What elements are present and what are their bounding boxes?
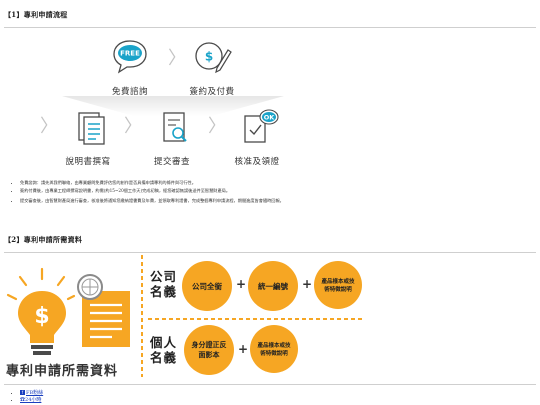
contract-pen-icon: $: [195, 42, 232, 74]
flow-funnel: [62, 96, 284, 116]
plus-icon: +: [302, 277, 313, 291]
list-item: ☎24小時: [20, 397, 43, 404]
step-label: 說明書撰寫: [65, 157, 111, 167]
facebook-icon: f: [20, 390, 25, 395]
svg-text:$: $: [205, 50, 213, 64]
step-free-consult: FREE 免費諮詢: [98, 38, 162, 97]
process-notes: 免費諮詢：請先與我們聯絡，由專業顧問免費評估您的創作是否具備申請專利的條件與可行…: [20, 179, 284, 205]
chevron-right-icon: 〉: [208, 116, 226, 137]
svg-text:$: $: [34, 304, 49, 329]
list-item: 提交審查後，由智慧財產局進行審查，核准後將通知您繳納證書費及年費，並領取專利證書…: [20, 197, 284, 205]
svg-text:FREE: FREE: [120, 50, 140, 58]
step-sign-pay: $ 簽約及付費: [180, 38, 244, 97]
company-full-name: 公司全銜: [182, 261, 232, 311]
step-submit-review: 提交審查: [140, 110, 204, 167]
section-title-process: 【1】專利申請流程: [4, 10, 68, 19]
company-product-sample: 產品樣本或技術特徵說明: [314, 261, 362, 309]
divider: [4, 252, 536, 253]
divider: [4, 27, 536, 28]
step-draft-spec: 說明書撰寫: [56, 110, 120, 167]
plus-icon: +: [238, 342, 249, 356]
company-label: 公司名義: [150, 269, 178, 299]
divider: [4, 384, 536, 385]
approved-document-icon: OK: [244, 109, 279, 143]
lightbulb-dollar-icon: $: [6, 267, 130, 355]
step-approve-certificate: OK 核准及領證: [222, 106, 292, 167]
plus-icon: +: [236, 277, 247, 291]
svg-text:OK: OK: [264, 114, 276, 122]
step-label: 簽約及付費: [189, 87, 235, 97]
step-label: 提交審查: [153, 157, 190, 167]
personal-id-copy: 身分證正反面影本: [184, 325, 234, 375]
list-item: 簽約付費後，由專業工程師撰寫說明書，約需(約15~20個工作天)完成初稿，經您確…: [20, 187, 284, 195]
section-title-documents: 【2】專利申請所需資料: [4, 235, 83, 244]
chat-bubble-icon: FREE: [113, 40, 147, 74]
chevron-right-icon: 〉: [40, 116, 58, 137]
step-label: 核准及領證: [234, 157, 280, 167]
document-search-icon: [163, 112, 187, 142]
chevron-right-icon: 〉: [124, 116, 142, 137]
personal-label: 個人名義: [150, 335, 178, 365]
required-documents-figure: $ 專利申請所需資料 公司名義 公司全銜 + 統一編號 + 產品樣本或技術特徵說…: [4, 255, 364, 380]
list-item: 免費諮詢：請先與我們聯絡，由專業顧問免費評估您的創作是否具備申請專利的條件與可行…: [20, 179, 284, 187]
chevron-right-icon: 〉: [168, 48, 186, 69]
company-tax-id: 統一編號: [248, 261, 298, 311]
phone-icon: ☎: [20, 397, 26, 403]
figure-title: 專利申請所需資料: [6, 364, 119, 379]
document-icon: [78, 112, 105, 145]
step-label: 免費諮詢: [111, 87, 148, 97]
dashed-separator: [141, 255, 362, 377]
personal-product-sample: 產品樣本或技術特徵說明: [250, 325, 298, 373]
phone-link[interactable]: ☎24小時: [20, 397, 42, 403]
